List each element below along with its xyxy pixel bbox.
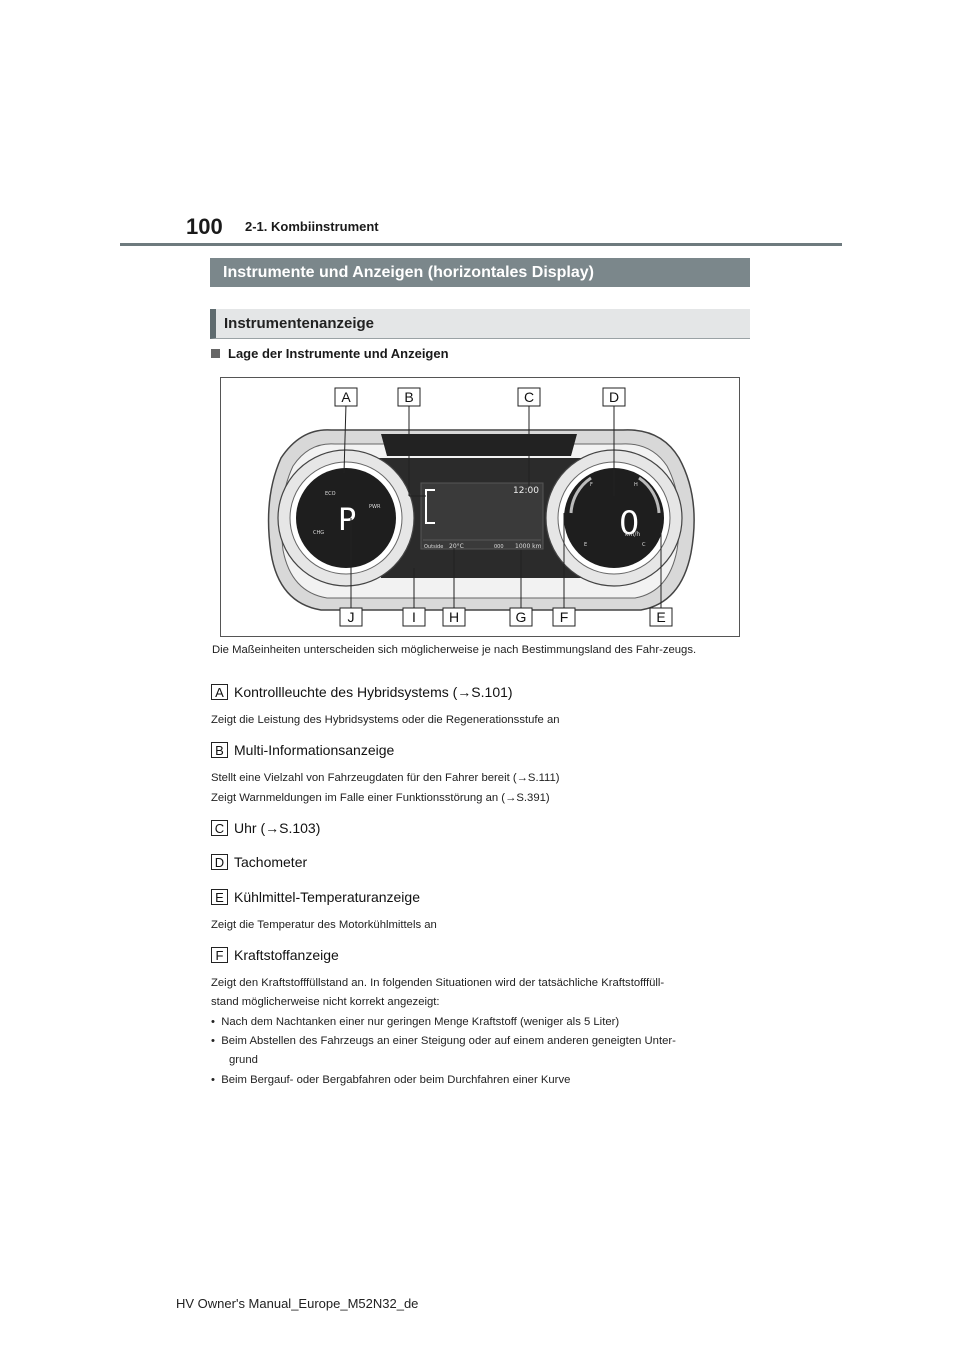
item-f-desc-2: stand möglicherweise nicht korrekt angez…: [211, 996, 440, 1008]
item-d: D Tachometer: [211, 854, 307, 870]
eco-label: ECO: [325, 491, 336, 497]
speed-unit: km/h: [625, 531, 640, 538]
callout-c: C: [524, 389, 534, 405]
instrument-cluster-diagram: 12:00 Outside 20°C 000 1000 km P ECO PWR…: [220, 377, 740, 637]
footer-text: HV Owner's Manual_Europe_M52N32_de: [176, 1296, 419, 1311]
callout-f: F: [560, 609, 569, 625]
bullet-heading: Lage der Instrumente und Anzeigen: [211, 346, 449, 361]
badge-b: B: [211, 742, 228, 758]
bullet-text-3: Beim Bergauf- oder Bergabfahren oder bei…: [221, 1074, 571, 1086]
bullet-dot-icon: •: [211, 1016, 222, 1028]
item-e: E Kühlmittel-Temperaturanzeige: [211, 889, 420, 905]
bullet-heading-text: Lage der Instrumente und Anzeigen: [228, 346, 449, 361]
fuel-full-label: F: [590, 482, 593, 488]
gear-indicator: P: [338, 503, 356, 538]
callout-e: E: [656, 609, 665, 625]
speed-readout: 0: [619, 504, 639, 542]
display-clock: 12:00: [513, 486, 539, 496]
display-odo: 1000 km: [515, 543, 542, 550]
item-a-title: Kontrollleuchte des Hybridsystems (→S.10…: [234, 684, 513, 700]
item-b-title: Multi-Informationsanzeige: [234, 742, 395, 758]
item-f-title: Kraftstoffanzeige: [234, 947, 339, 963]
bullet-item-2: • Beim Abstellen des Fahrzeugs an einer …: [211, 1035, 676, 1047]
item-a: A Kontrollleuchte des Hybridsystems (→S.1…: [211, 684, 513, 700]
callout-d: D: [609, 389, 619, 405]
callout-i: I: [412, 609, 416, 625]
item-c: C Uhr (→S.103): [211, 820, 320, 836]
bullet-text-2: Beim Abstellen des Fahrzeugs an einer St…: [221, 1035, 676, 1047]
chapter-header: 2-1. Kombiinstrument: [245, 219, 379, 234]
callout-b: B: [404, 389, 413, 405]
badge-a: A: [211, 684, 228, 700]
display-temp: 20°C: [449, 543, 464, 550]
temp-hot-label: H: [634, 482, 638, 488]
temp-cold-label: C: [642, 542, 646, 548]
section-title: Instrumente und Anzeigen (horizontales D…: [210, 258, 750, 287]
bullet-text-1: Nach dem Nachtanken einer nur geringen M…: [221, 1016, 620, 1028]
item-c-title: Uhr (→S.103): [234, 820, 321, 836]
units-note: Die Maßeinheiten unterscheiden sich mögl…: [212, 644, 697, 656]
display-outside-label: Outside: [424, 544, 443, 550]
callout-h: H: [449, 609, 459, 625]
bullet-item-1: • Nach dem Nachtanken einer nur geringen…: [211, 1016, 619, 1028]
item-d-title: Tachometer: [234, 854, 308, 870]
badge-e: E: [211, 889, 228, 905]
callout-g: G: [516, 609, 527, 625]
pwr-label: PWR: [369, 504, 381, 510]
square-bullet-icon: [211, 349, 220, 358]
item-b-desc-2: Zeigt Warnmeldungen im Falle einer Funkt…: [211, 792, 550, 804]
page-number: 100: [186, 214, 223, 239]
bullet-dot-icon: •: [211, 1074, 222, 1086]
item-e-desc: Zeigt die Temperatur des Motorkühlmittel…: [211, 919, 437, 931]
callout-a: A: [341, 389, 351, 405]
item-f: F Kraftstoffanzeige: [211, 947, 339, 963]
header-divider: [120, 243, 842, 246]
badge-f: F: [211, 947, 228, 963]
bullet-dot-icon: •: [211, 1035, 222, 1047]
item-f-desc-1: Zeigt den Kraftstofffüllstand an. In fol…: [211, 977, 665, 989]
fuel-empty-label: E: [584, 542, 587, 548]
display-odo-prefix: 000: [494, 544, 504, 550]
callout-j: J: [348, 609, 355, 625]
bullet-item-3: • Beim Bergauf- oder Bergabfahren oder b…: [211, 1074, 570, 1086]
cluster-illustration: 12:00 Outside 20°C 000 1000 km P ECO PWR…: [267, 387, 695, 627]
item-e-title: Kühlmittel-Temperaturanzeige: [234, 889, 420, 905]
chg-label: CHG: [313, 530, 324, 536]
subsection-title: Instrumentenanzeige: [210, 309, 750, 339]
badge-d: D: [211, 854, 228, 870]
bullet-item-2-cont: grund: [229, 1054, 258, 1066]
item-b-desc-1: Stellt eine Vielzahl von Fahrzeugdaten f…: [211, 772, 560, 784]
item-a-desc: Zeigt die Leistung des Hybridsystems ode…: [211, 714, 560, 726]
badge-c: C: [211, 820, 228, 836]
item-b: B Multi-Informationsanzeige: [211, 742, 394, 758]
